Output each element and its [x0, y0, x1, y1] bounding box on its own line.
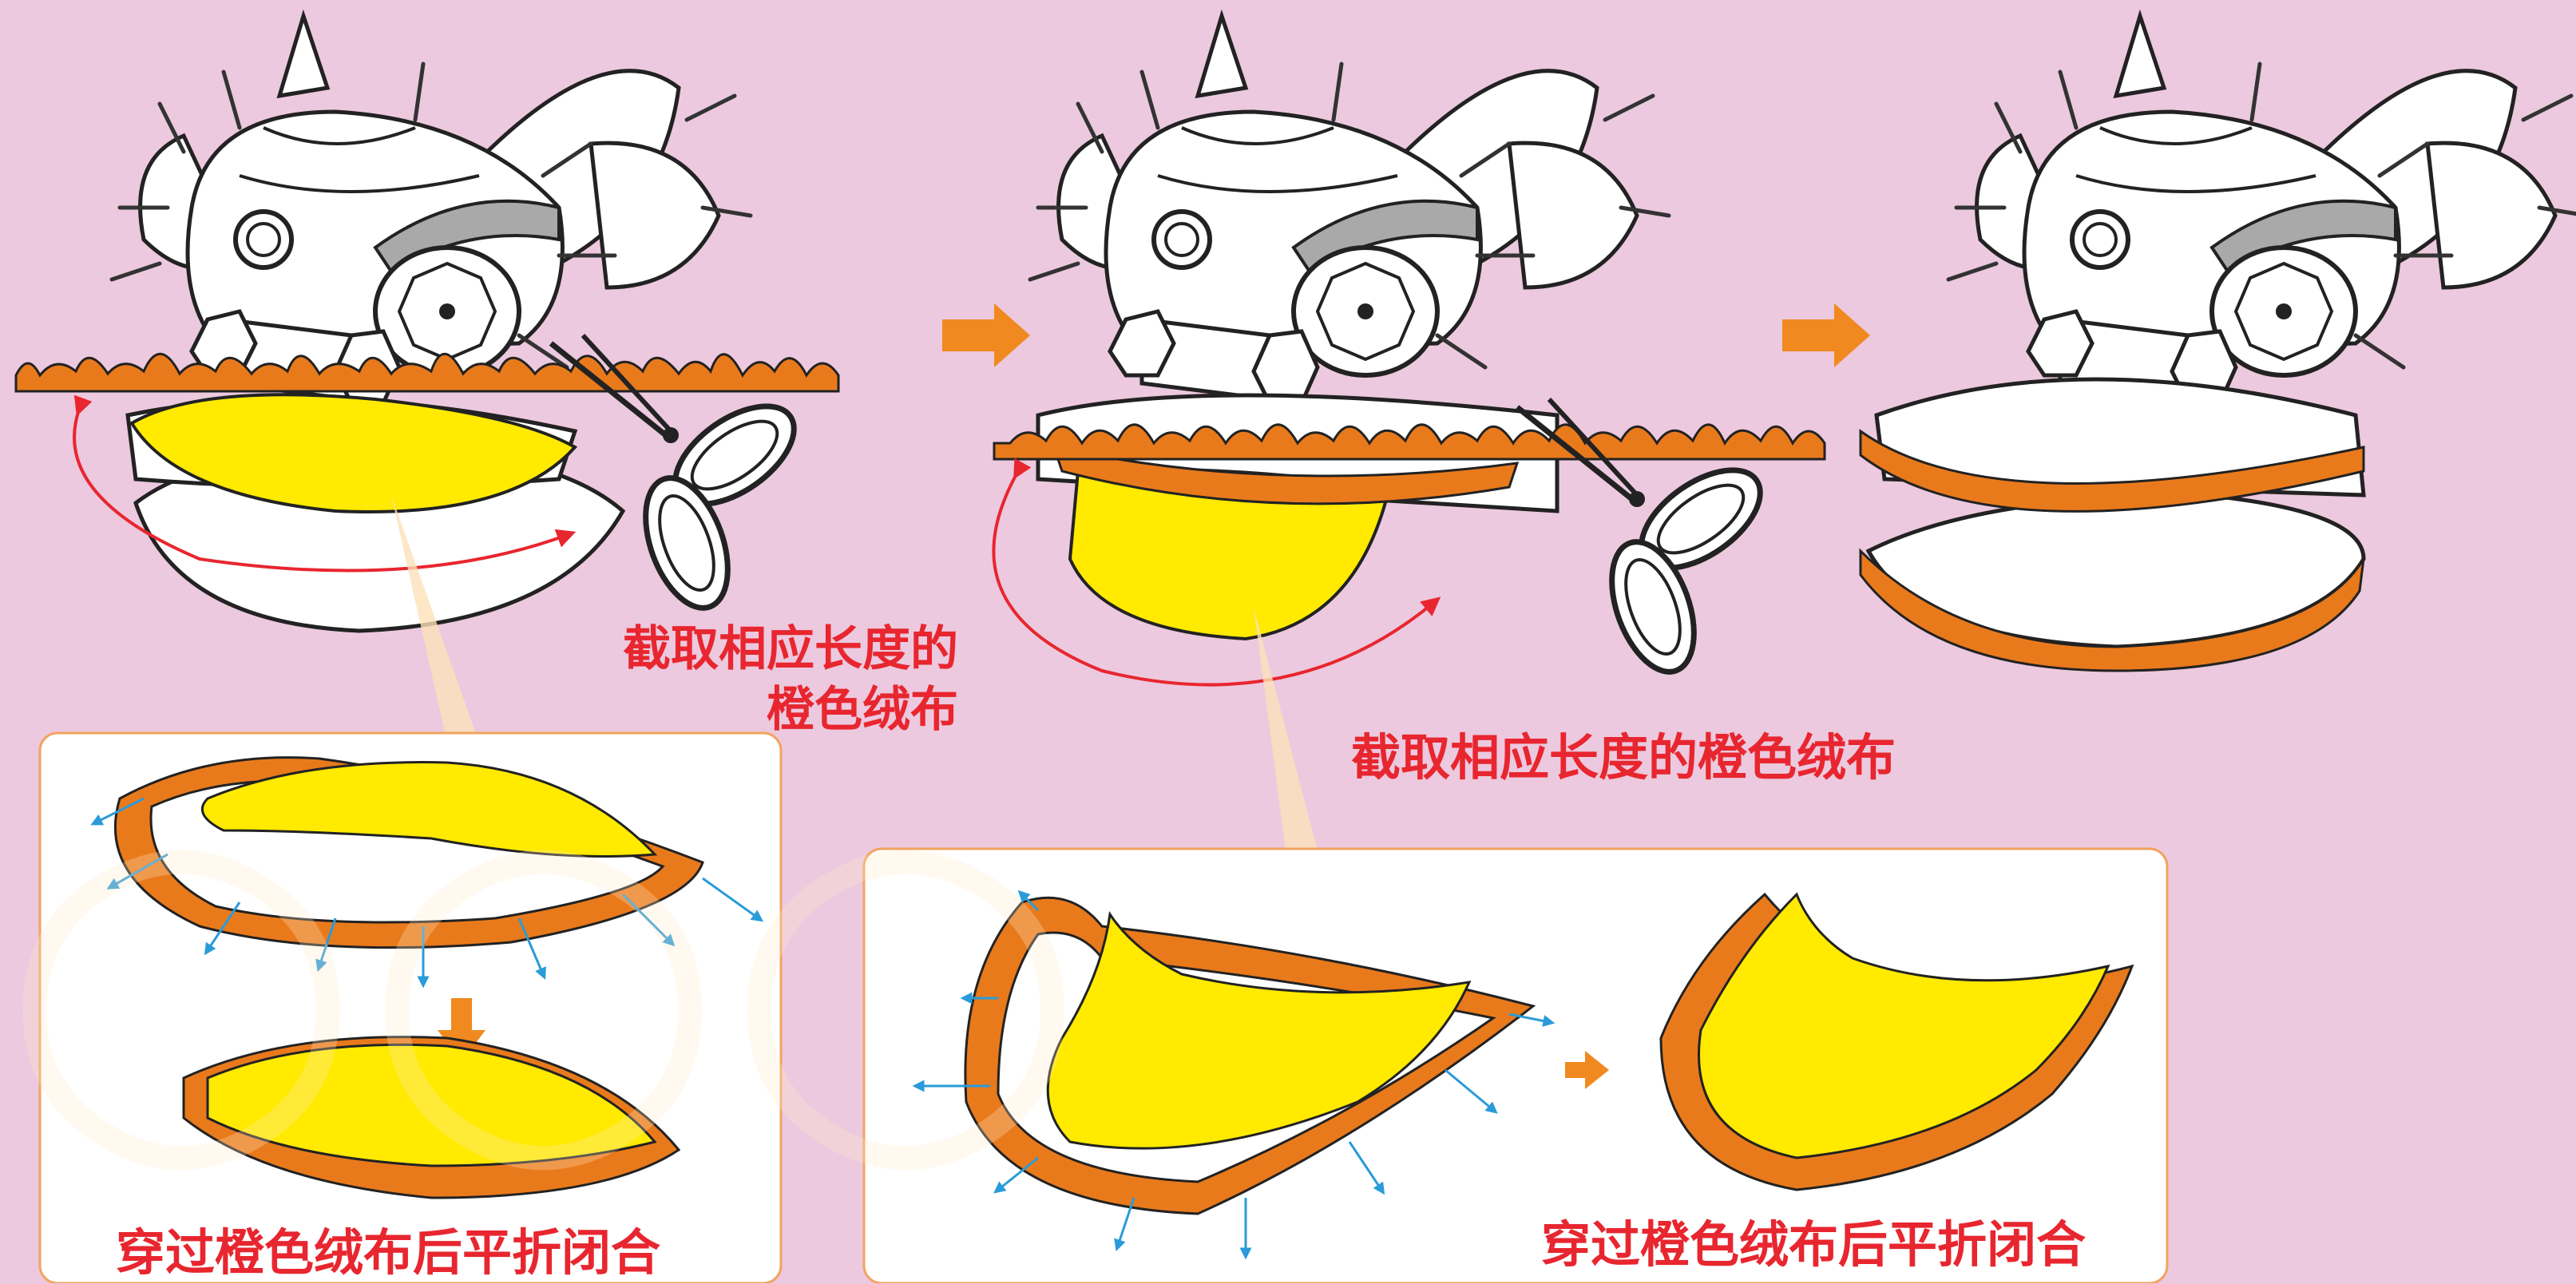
caption-step1-line1: 截取相应长度的 — [623, 621, 958, 677]
detail1-loop — [90, 756, 764, 989]
caption-step1-line2: 橙色绒布 — [767, 682, 958, 738]
lion-head-step1 — [14, 16, 840, 633]
arrow-right-icon — [942, 303, 1030, 367]
yellow-fabric — [206, 1043, 657, 1167]
yellow-fabric — [1698, 892, 2110, 1159]
orange-fur-trim — [1859, 548, 2365, 672]
arrow-right-icon — [1782, 303, 1870, 367]
caption-detail1: 穿过橙色绒布后平折闭合 — [116, 1223, 661, 1282]
yellow-fabric — [200, 761, 658, 858]
lion-head-step2 — [992, 16, 1826, 687]
orange-fur-strip — [14, 352, 840, 393]
curved-arrow-icon — [992, 458, 1441, 687]
detail1-folded — [182, 1036, 681, 1199]
detail2-loop — [912, 890, 1556, 1260]
detail2-folded — [1659, 892, 2134, 1191]
orange-fur-trim — [1859, 429, 2365, 513]
caption-step1: 截取相应长度的 橙色绒布 — [623, 619, 958, 740]
curved-arrow-icon — [73, 394, 577, 573]
lion-head-step3 — [1859, 16, 2576, 672]
arrow-right-icon — [1565, 1051, 1609, 1089]
yellow-fabric — [1046, 910, 1472, 1150]
caption-detail2: 穿过橙色绒布后平折闭合 — [1541, 1215, 2087, 1274]
caption-step2: 截取相应长度的橙色绒布 — [1351, 728, 1896, 787]
orange-fur-strip — [993, 423, 1826, 461]
